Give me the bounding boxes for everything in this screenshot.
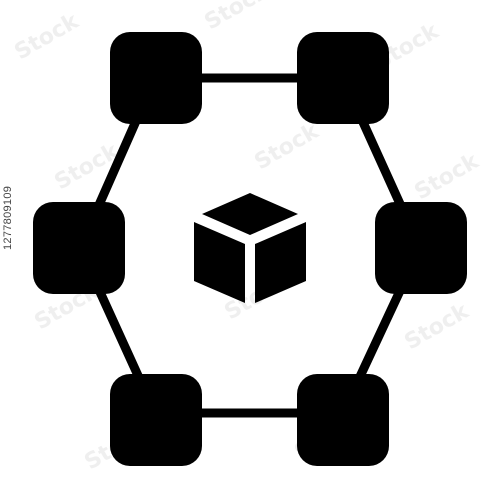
svg-text:Stock: Stock xyxy=(401,298,475,355)
svg-text:Stock: Stock xyxy=(411,148,485,205)
cube-left-face xyxy=(194,222,245,303)
node-mid-left xyxy=(33,202,125,294)
network-nodes xyxy=(33,32,467,466)
node-mid-right xyxy=(375,202,467,294)
cube-top-face xyxy=(202,193,298,235)
node-top-left xyxy=(110,32,202,124)
stock-id-label: 1277809109 xyxy=(2,185,14,250)
cube-icon xyxy=(194,193,306,303)
cube-right-face xyxy=(255,222,306,303)
svg-text:Stock: Stock xyxy=(201,0,275,35)
node-top-right xyxy=(297,32,389,124)
node-bottom-right xyxy=(297,374,389,466)
svg-text:Stock: Stock xyxy=(11,8,85,65)
svg-text:Stock: Stock xyxy=(251,118,325,175)
network-connections xyxy=(75,73,425,418)
node-bottom-left xyxy=(110,374,202,466)
